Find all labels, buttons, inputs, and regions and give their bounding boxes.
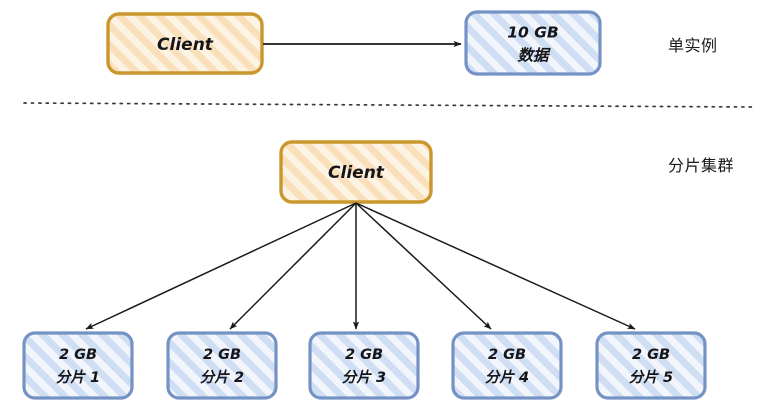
edge-client-shard-4: [355, 202, 492, 330]
section-divider: [23, 102, 753, 108]
client-top-shape: [106, 12, 264, 75]
shard-4-label-name: 分片 4: [485, 369, 529, 386]
edge-client-shard-2: [229, 202, 357, 330]
shard-1-shape: [22, 331, 134, 400]
node-client-bottom[interactable]: Client: [279, 140, 433, 204]
node-shard-1[interactable]: 2 GB 分片 1: [22, 331, 134, 400]
shard-1-label-name: 分片 1: [56, 369, 100, 386]
node-shard-2[interactable]: 2 GB 分片 2: [166, 331, 278, 400]
node-shard-3[interactable]: 2 GB 分片 3: [308, 331, 420, 400]
client-bottom-shape: [279, 140, 433, 204]
shard-5-label-size: 2 GB: [632, 347, 670, 363]
shard-1-label-size: 2 GB: [59, 347, 97, 363]
edge-client-shard-5: [355, 202, 636, 330]
data-10gb-shape: [464, 10, 602, 76]
shard-4-shape: [451, 331, 563, 400]
client-bottom-label: Client: [328, 163, 385, 183]
data-10gb-label-name: 数据: [517, 47, 551, 65]
node-shard-5[interactable]: 2 GB 分片 5: [595, 331, 707, 400]
section-label-single-instance: 单实例: [668, 36, 718, 55]
shard-5-label-name: 分片 5: [629, 369, 673, 386]
section-label-sharded-cluster: 分片集群: [668, 156, 735, 175]
shard-5-shape: [595, 331, 707, 400]
fan-edges: [85, 202, 636, 330]
data-10gb-label-size: 10 GB: [507, 24, 559, 42]
node-client-top[interactable]: Client: [106, 12, 264, 75]
node-data-10gb[interactable]: 10 GB 数据: [464, 10, 602, 76]
node-shard-4[interactable]: 2 GB 分片 4: [451, 331, 563, 400]
shard-4-label-size: 2 GB: [488, 347, 526, 363]
edge-client-shard-1: [85, 202, 357, 330]
shard-2-shape: [166, 331, 278, 400]
client-top-label: Client: [157, 35, 214, 55]
shard-2-label-size: 2 GB: [203, 347, 241, 363]
shard-2-label-name: 分片 2: [200, 369, 244, 386]
shard-3-label-size: 2 GB: [345, 347, 383, 363]
shard-3-label-name: 分片 3: [342, 369, 386, 386]
shard-3-shape: [308, 331, 420, 400]
